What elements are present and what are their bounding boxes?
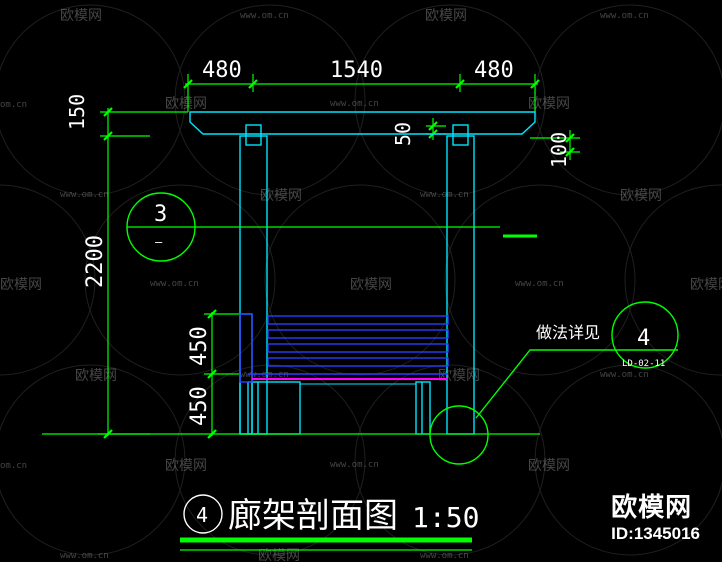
watermark-brand: 欧模网 bbox=[438, 368, 480, 384]
dimension-seat-height: 450 bbox=[187, 386, 212, 426]
left-post-cap bbox=[245, 124, 262, 146]
watermark-url: www.om.cn bbox=[150, 279, 199, 289]
pergola-structure bbox=[189, 111, 536, 435]
watermark-brand: 欧模网 bbox=[75, 368, 117, 384]
watermark-url: www.om.cn bbox=[600, 11, 649, 21]
watermark-url: www.om.cn bbox=[330, 99, 379, 109]
bench-slats bbox=[239, 313, 449, 383]
watermark-brand: 欧模网 bbox=[690, 277, 722, 293]
drawing-title bbox=[180, 494, 472, 551]
watermark-brand: 欧模网 bbox=[528, 458, 570, 474]
watermark-texts: 欧模网 www.om.cn 欧模网 www.om.cn om.cn 欧模网 ww… bbox=[0, 8, 722, 562]
dimension-top-right: 480 bbox=[474, 58, 514, 83]
detail-number: 4 bbox=[637, 326, 650, 351]
dimension-top-middle: 1540 bbox=[330, 58, 383, 83]
watermark-brand: 欧模网 bbox=[60, 8, 102, 24]
stamp-brand: 欧模网 bbox=[611, 492, 693, 522]
section-marker bbox=[126, 192, 537, 262]
watermark-brand: 欧模网 bbox=[620, 188, 662, 204]
watermark-brand: 欧模网 bbox=[258, 548, 300, 562]
watermark-url: www.om.cn bbox=[240, 11, 289, 21]
watermark-url: www.om.cn bbox=[420, 551, 469, 561]
watermark-brand: 欧模网 bbox=[165, 458, 207, 474]
watermark-brand: 欧模网 bbox=[350, 277, 392, 293]
right-post-cap bbox=[452, 124, 469, 146]
watermark-stamp: 欧模网 ID:1345016 bbox=[611, 487, 700, 544]
watermark-url: om.cn bbox=[0, 461, 27, 471]
section-marker-sheet: — bbox=[155, 235, 163, 249]
watermark-url: www.om.cn bbox=[600, 370, 649, 380]
watermark-brand: 欧模网 bbox=[528, 96, 570, 112]
dimension-top-left: 480 bbox=[202, 58, 242, 83]
detail-note: 做法详见 bbox=[536, 323, 600, 342]
detail-callout bbox=[429, 301, 679, 465]
watermark-brand: 欧模网 bbox=[260, 188, 302, 204]
top-beam bbox=[189, 111, 536, 135]
dimension-total-height: 2200 bbox=[83, 235, 108, 288]
detail-sheet: LD-02-11 bbox=[622, 359, 665, 369]
title-scale: 1:50 bbox=[412, 501, 479, 534]
watermark-url: www.om.cn bbox=[330, 460, 379, 470]
watermark-circles bbox=[0, 4, 722, 556]
title-name: 廊架剖面图 bbox=[228, 496, 398, 536]
watermark-url: om.cn bbox=[0, 100, 27, 110]
stamp-id: ID:1345016 bbox=[611, 524, 700, 543]
left-post bbox=[239, 135, 268, 435]
watermark-url: www.om.cn bbox=[515, 279, 564, 289]
watermark-url: www.om.cn bbox=[240, 370, 289, 380]
dimension-backrest-height: 450 bbox=[187, 326, 212, 366]
dimension-lines bbox=[98, 74, 580, 436]
bench-leg-left bbox=[247, 381, 301, 435]
watermark-brand: 欧模网 bbox=[0, 277, 42, 293]
watermark-url: www.om.cn bbox=[420, 190, 469, 200]
bench-leg-right bbox=[415, 381, 431, 435]
watermark-url: www.om.cn bbox=[60, 551, 109, 561]
right-post bbox=[446, 135, 475, 435]
dimension-beam-depth: 150 bbox=[65, 94, 89, 130]
section-marker-number: 3 bbox=[154, 202, 167, 227]
watermark-brand: 欧模网 bbox=[165, 96, 207, 112]
dimension-edge-offset: 100 bbox=[547, 132, 571, 168]
watermark-url: www.om.cn bbox=[60, 190, 109, 200]
title-number: 4 bbox=[196, 503, 208, 527]
watermark-brand: 欧模网 bbox=[425, 8, 467, 24]
